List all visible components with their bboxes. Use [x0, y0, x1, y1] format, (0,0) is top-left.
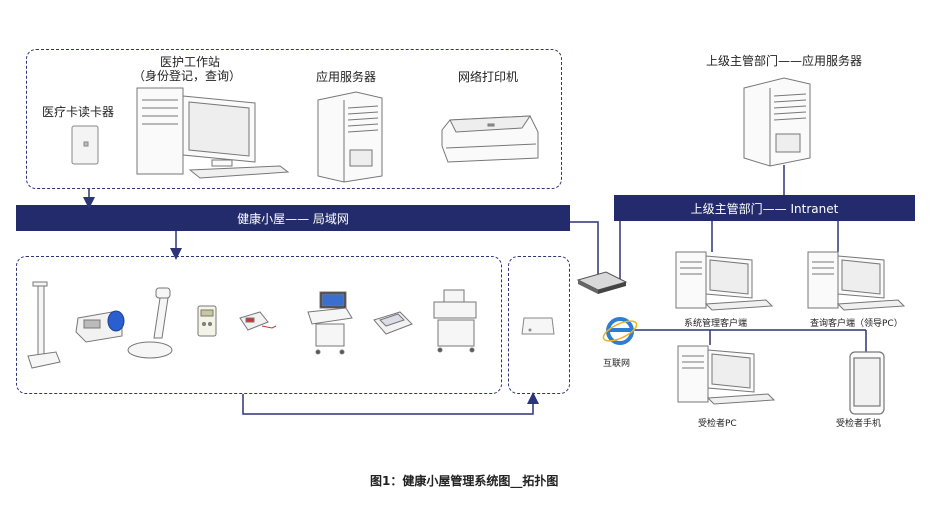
network-printer-label: 网络打印机 [458, 70, 519, 84]
intranet-bar: 上级主管部门—— Intranet [614, 195, 915, 221]
card-reader-label: 医疗卡读卡器 [42, 105, 115, 119]
medical-device-group [16, 256, 502, 394]
superior-server-label: 上级主管部门——应用服务器 [706, 54, 863, 68]
lan-bar: 健康小屋—— 局域网 [16, 205, 570, 231]
workstation-label-1: 医护工作站 [160, 55, 221, 69]
examinee-phone-label: 受检者手机 [836, 419, 882, 429]
sys-client-label: 系统管理客户端 [684, 319, 748, 329]
examinee-pc-label: 受检者PC [698, 419, 737, 429]
internet-label: 互联网 [603, 359, 631, 369]
app-server-label: 应用服务器 [316, 70, 377, 84]
wifi-ap-group [508, 256, 570, 394]
figure-caption: 图1：健康小屋管理系统图__拓扑图 [370, 474, 559, 488]
top-device-group [26, 49, 562, 189]
query-client-label: 查询客户端（领导PC） [810, 319, 903, 329]
workstation-label-2: （身份登记，查询） [133, 69, 242, 83]
